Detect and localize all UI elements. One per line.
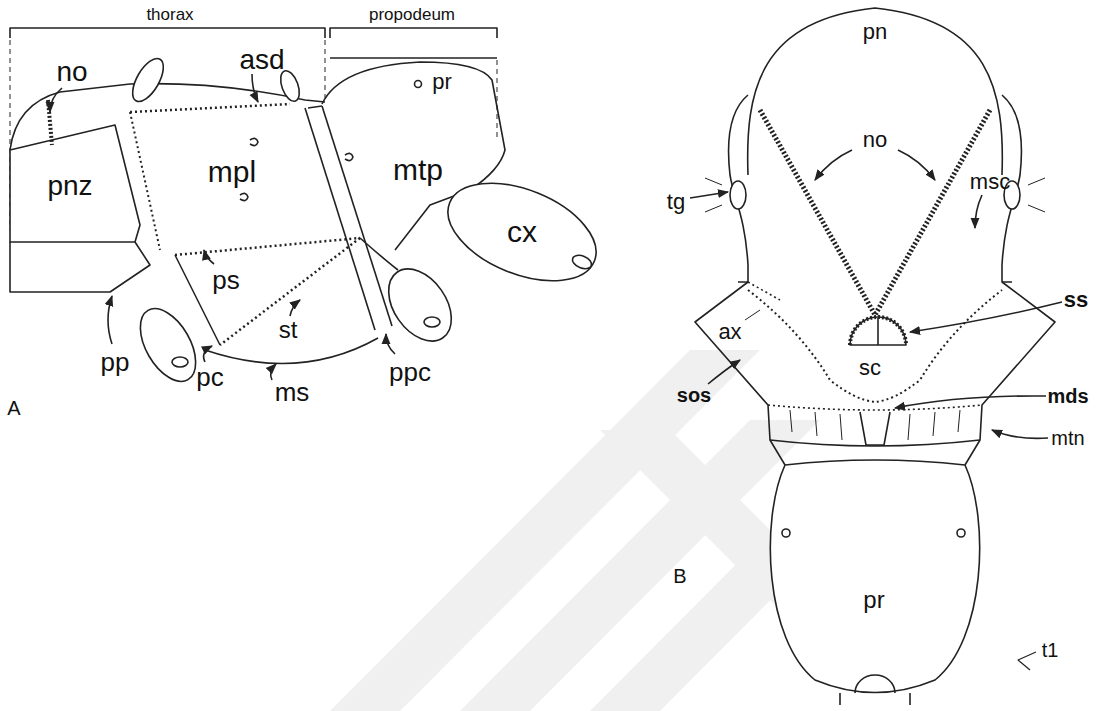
part-label: ms [275, 379, 310, 405]
part-label: msc [970, 171, 1010, 193]
part-label: st [279, 318, 298, 342]
part-label: cx [507, 217, 537, 247]
part-label: asd [239, 46, 284, 74]
part-label: no [56, 58, 87, 86]
part-label: t1 [1042, 640, 1059, 660]
dorsal-view [690, 8, 1062, 705]
part-label: pr [432, 71, 452, 93]
part-label: pnz [47, 172, 92, 200]
part-label: thorax [146, 6, 193, 23]
part-label: A [7, 398, 20, 418]
part-label: pp [101, 349, 130, 375]
part-label: ps [212, 267, 239, 293]
part-label: mds [1047, 386, 1088, 406]
part-label: B [673, 566, 686, 586]
part-label: mpl [208, 157, 256, 187]
part-label: no [863, 129, 887, 151]
part-label: pn [863, 21, 887, 43]
part-label: mtn [1051, 428, 1084, 448]
part-label: ss [1064, 289, 1088, 311]
part-label: sc [859, 357, 881, 379]
part-label: sos [677, 385, 711, 405]
part-label: propodeum [369, 6, 455, 23]
part-label: tg [667, 191, 685, 213]
part-label: pr [863, 588, 884, 612]
part-label: mtp [393, 155, 443, 185]
part-label: ppc [389, 359, 431, 385]
lateral-view [10, 28, 610, 391]
part-label: ax [718, 321, 741, 343]
part-label: pc [196, 364, 223, 390]
